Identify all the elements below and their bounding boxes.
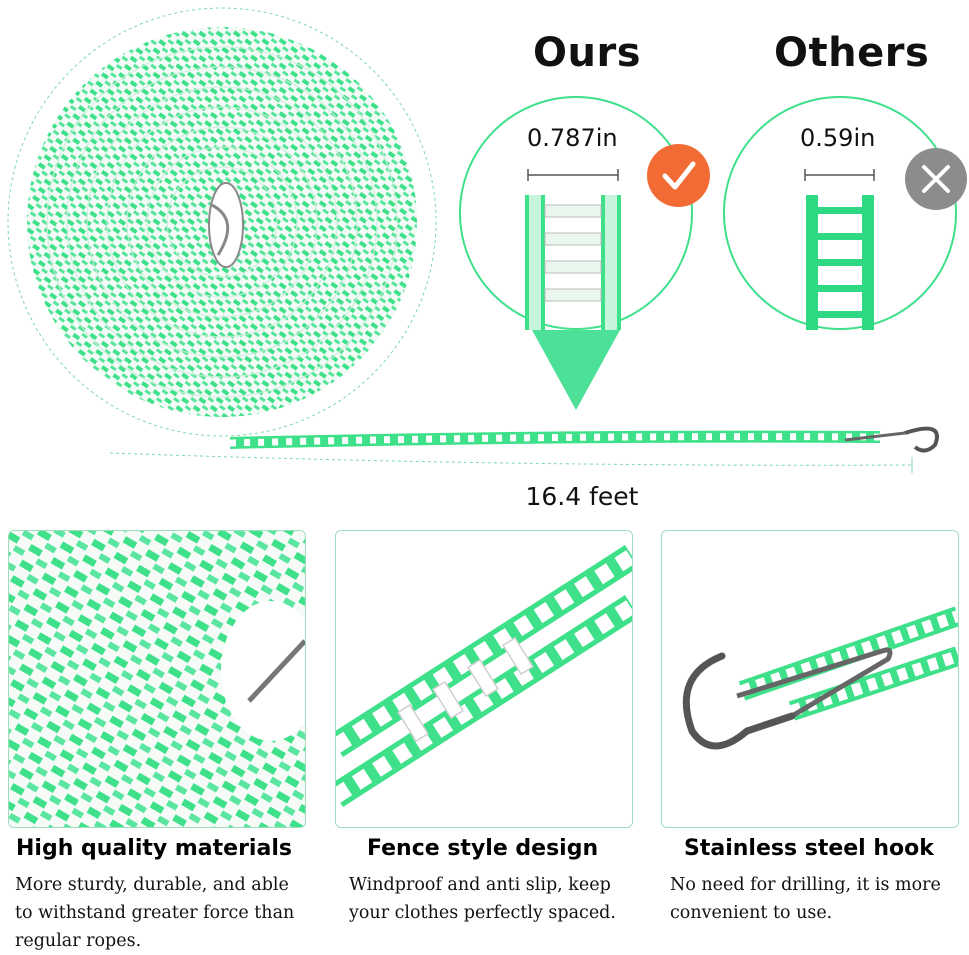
coiled-rope-image xyxy=(7,7,437,437)
feature-title-fence: Fence style design xyxy=(367,836,599,861)
rope-length-label: 16.4 feet xyxy=(525,482,639,511)
feature-panel-materials xyxy=(8,530,306,828)
rope-strand-with-hook xyxy=(109,426,939,473)
check-icon xyxy=(647,144,710,207)
others-width-label: 0.59in xyxy=(800,124,876,152)
ours-closeup xyxy=(459,96,693,410)
feature-title-materials: High quality materials xyxy=(16,836,292,861)
feature-panel-hook xyxy=(661,530,959,828)
feature-panel-fence xyxy=(335,530,633,828)
cross-icon xyxy=(905,148,967,210)
feature-description-hook: No need for drilling, it is more conveni… xyxy=(670,875,941,923)
ours-width-label: 0.787in xyxy=(527,124,618,152)
ours-heading: Ours xyxy=(533,30,642,76)
others-heading: Others xyxy=(774,30,930,76)
feature-title-hook: Stainless steel hook xyxy=(684,836,934,861)
feature-description-materials: More sturdy, durable, and able to withst… xyxy=(15,875,295,951)
feature-description-fence: Windproof and anti slip, keep your cloth… xyxy=(349,875,616,923)
others-closeup xyxy=(723,96,957,330)
